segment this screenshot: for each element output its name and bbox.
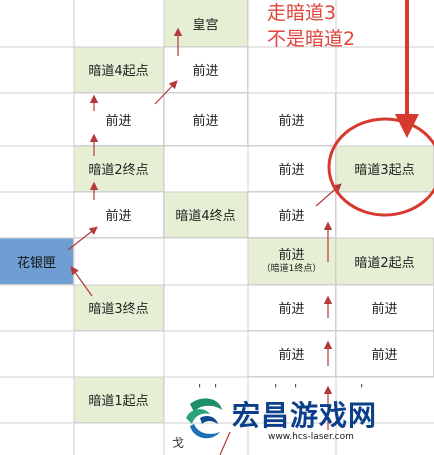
partial-glyph: ' bbox=[294, 382, 298, 396]
partial-glyph: ' bbox=[214, 382, 218, 396]
watermark-title: 宏昌游戏网 bbox=[232, 399, 378, 432]
cell-passage3-start: 暗道3起点 bbox=[336, 146, 434, 192]
site-logo-icon bbox=[186, 398, 222, 439]
arrow-huayin-to-forward bbox=[67, 226, 98, 251]
cell-passage2-end: 暗道2终点 bbox=[74, 146, 164, 192]
arrow-mid-route bbox=[219, 431, 231, 455]
watermark: 宏昌游戏网 www.hcs-laser.com bbox=[180, 392, 434, 455]
cell-passage4-start: 暗道4起点 bbox=[74, 47, 164, 93]
cell-forward-passage1-end: 前进 （暗道1终点） bbox=[248, 238, 336, 285]
partial-glyph: ' bbox=[274, 382, 278, 396]
arrow-passage3-end-to-huayin bbox=[70, 266, 93, 297]
cell-huayin-box: 花银匣 bbox=[0, 238, 74, 285]
highlight-circle bbox=[327, 117, 434, 217]
partial-glyph: ' bbox=[198, 382, 202, 396]
arrow-passage4-start-to-forward bbox=[154, 80, 178, 105]
forward-label: 前进 bbox=[278, 247, 305, 263]
passage1-end-note: （暗道1终点） bbox=[261, 263, 322, 274]
partial-glyph: ' bbox=[360, 382, 364, 396]
watermark-url: www.hcs-laser.com bbox=[268, 432, 354, 442]
partial-glyph-bottom: 戈 bbox=[172, 436, 185, 450]
annotation-line-1: 走暗道3 bbox=[267, 2, 337, 24]
annotation-line-2: 不是暗道2 bbox=[267, 28, 356, 50]
cell-passage2-start: 暗道2起点 bbox=[336, 238, 434, 285]
cell-passage1-start: 暗道1起点 bbox=[74, 377, 164, 423]
annotation-marks bbox=[327, 0, 434, 217]
